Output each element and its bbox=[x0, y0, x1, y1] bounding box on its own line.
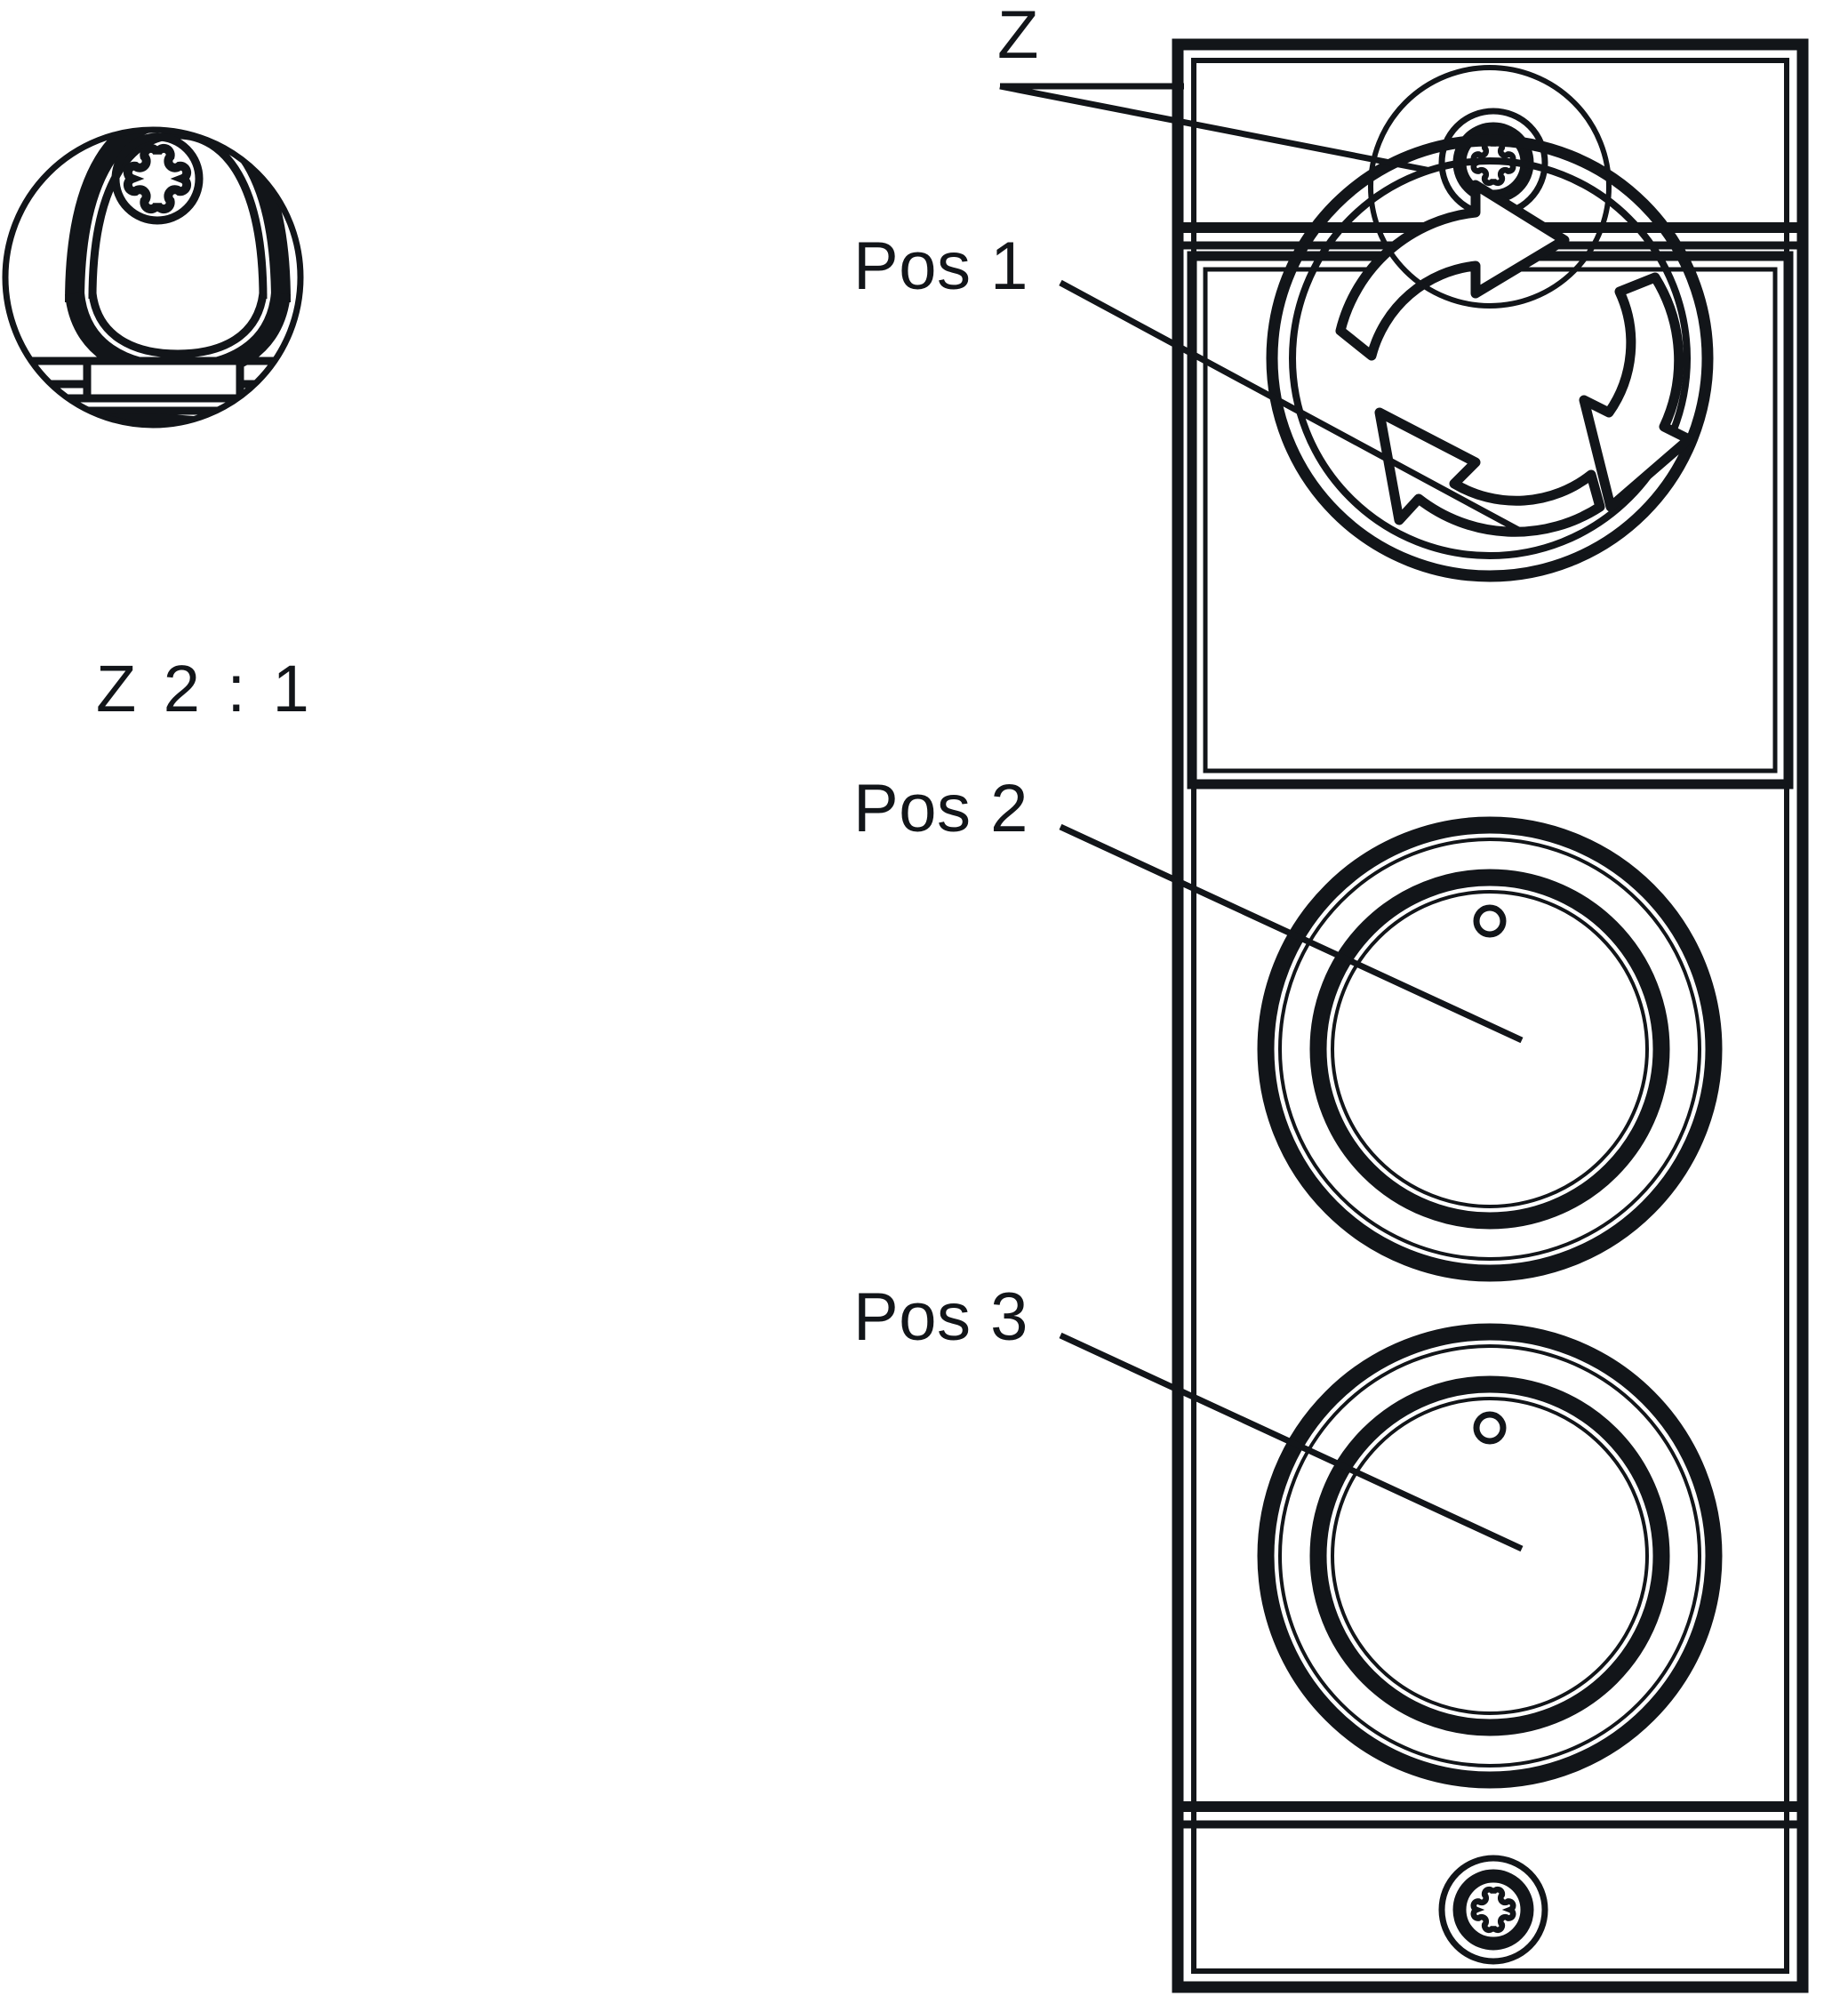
cap-inner-edge bbox=[88, 131, 268, 300]
pos2-outer-ring bbox=[1257, 816, 1723, 1282]
pos1-arrow-clockwise-top bbox=[1335, 180, 1570, 361]
pos2-knob-body-ring bbox=[1309, 869, 1670, 1230]
pos2-outer-ring-inner-edge bbox=[1278, 838, 1701, 1261]
slot-gap-outline bbox=[83, 357, 244, 403]
pos1-cw-arrow-right-shape bbox=[1579, 272, 1694, 512]
pos2-label: Pos 2 bbox=[853, 771, 1028, 846]
bottom-screw-head-inner bbox=[1452, 1869, 1534, 1951]
leader-pos2: Pos 2 bbox=[853, 771, 1524, 1044]
pos2-knob-body-inner-edge bbox=[1331, 890, 1649, 1208]
leader-pos1: Pos 1 bbox=[853, 228, 1524, 535]
pos2-indicator-dot bbox=[1473, 904, 1507, 938]
pos1-cw-arrow-top-shape bbox=[1335, 180, 1570, 361]
detail-callout-label-z: Z bbox=[997, 0, 1039, 73]
cap-outer-edge bbox=[65, 130, 291, 303]
slot-gap-fill bbox=[87, 361, 240, 398]
leader-pos1-line bbox=[1059, 279, 1524, 535]
bottom-torx-screw[interactable] bbox=[1438, 1855, 1548, 1965]
pos1-dial-inner-circle bbox=[1289, 157, 1691, 559]
leader-pos3: Pos 3 bbox=[853, 1279, 1524, 1552]
housing-inner-outline bbox=[1191, 58, 1789, 1974]
pos1-label: Pos 1 bbox=[853, 228, 1028, 304]
pos1-ccw-arrow-bottom-shape bbox=[1374, 407, 1605, 537]
pos3-indicator-dot bbox=[1473, 1411, 1507, 1445]
pos3-knob-body-inner-edge bbox=[1331, 1397, 1649, 1715]
pos2-knob[interactable] bbox=[1257, 816, 1723, 1282]
pos1-arrow-counterclockwise-bottom bbox=[1374, 407, 1605, 537]
assembly-view bbox=[1172, 38, 1809, 1993]
pos3-knob-body-ring bbox=[1309, 1375, 1670, 1736]
detail-circle-boundary bbox=[2, 126, 304, 429]
pos3-knob[interactable] bbox=[1257, 1323, 1723, 1789]
pos3-outer-ring bbox=[1257, 1323, 1723, 1789]
pos1-arrow-clockwise-right bbox=[1579, 272, 1694, 512]
dial-outer-arc bbox=[5, 413, 300, 425]
leader-z: Z bbox=[997, 0, 1432, 174]
detail-view-title: Z 2 : 1 bbox=[96, 652, 314, 725]
cap-bottom-inner-edge bbox=[88, 293, 268, 358]
leader-pos3-line bbox=[1059, 1332, 1524, 1552]
pos1-rotary-dial[interactable] bbox=[1266, 134, 1714, 582]
leader-z-diagonal bbox=[999, 83, 1432, 174]
detail-callout-circle-z bbox=[1368, 65, 1612, 309]
leader-pos2-line bbox=[1059, 823, 1524, 1044]
detail-screw-outer-circle bbox=[111, 132, 204, 225]
pos3-outer-ring-inner-edge bbox=[1278, 1344, 1701, 1768]
pos1-dial-outer-circle bbox=[1266, 134, 1714, 582]
pos3-label: Pos 3 bbox=[853, 1279, 1028, 1355]
